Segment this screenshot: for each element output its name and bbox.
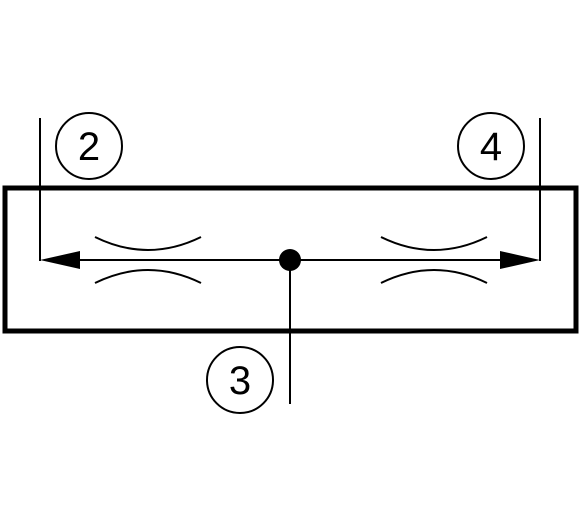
callout-2: 2 xyxy=(55,112,123,180)
left-throttle-icon xyxy=(94,236,202,284)
callout-2-label: 2 xyxy=(78,125,100,169)
callout-4-circle xyxy=(457,112,525,180)
callout-4-label: 4 xyxy=(480,125,502,169)
callout-3-label: 3 xyxy=(229,359,251,403)
right-arrowhead-icon xyxy=(500,251,540,269)
right-throttle-icon xyxy=(380,236,488,284)
callout-3: 3 xyxy=(206,346,274,414)
callout-3-circle xyxy=(206,346,274,414)
callout-2-circle xyxy=(55,112,123,180)
left-arrowhead-icon xyxy=(40,251,80,269)
callout-4: 4 xyxy=(457,112,525,180)
